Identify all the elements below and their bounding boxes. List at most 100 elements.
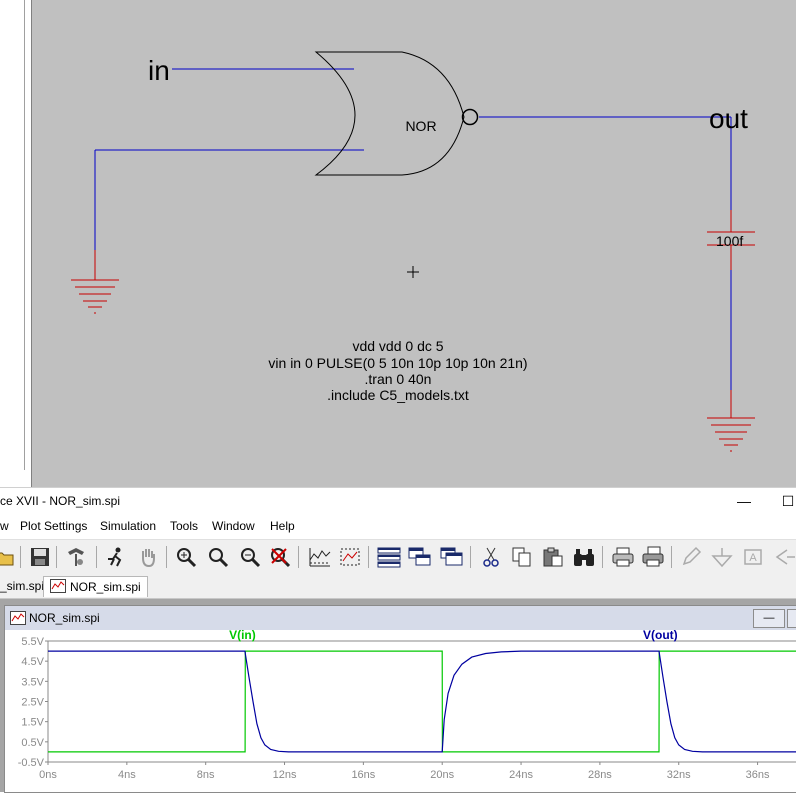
waveform-icon — [50, 579, 66, 593]
copy-icon[interactable] — [510, 545, 534, 569]
waveform-window[interactable]: NOR_sim.spi — 5.5V 4.5V 3.5V 2.5V 1.5V 0.5V -0… — [4, 605, 796, 793]
component-icon[interactable] — [772, 545, 796, 569]
legend-label-v-out: V(out) — [643, 630, 678, 642]
series-line-v-in — [48, 650, 796, 753]
application-window: ce XVII - NOR_sim.spi — ☐ w Plot Setting… — [0, 487, 796, 793]
menu-help[interactable]: Help — [270, 519, 295, 533]
find-icon[interactable] — [572, 545, 596, 569]
menu-bar: w Plot Settings Simulation Tools Window … — [0, 515, 796, 537]
schematic-drawing[interactable]: NOR in out 100f — [32, 0, 796, 487]
maximize-button[interactable]: ☐ — [781, 493, 795, 509]
toolbar-separator — [470, 546, 471, 568]
toolbar-separator — [368, 546, 369, 568]
toolbar: A — [0, 539, 796, 575]
print-setup-icon[interactable] — [641, 545, 665, 569]
title-bar[interactable]: ce XVII - NOR_sim.spi — ☐ — [0, 488, 796, 515]
menu-plot-settings[interactable]: Plot Settings — [20, 519, 88, 533]
waveform-window-title: NOR_sim.spi — [29, 611, 100, 625]
save-icon[interactable] — [28, 545, 52, 569]
cascade-icon[interactable] — [408, 545, 432, 569]
run-icon[interactable] — [104, 545, 128, 569]
y-tick-label: -0.5V — [18, 757, 45, 769]
ground-icon[interactable] — [710, 545, 734, 569]
svg-text:A: A — [749, 552, 757, 564]
net-label-in[interactable]: in — [148, 55, 170, 86]
window-title: ce XVII - NOR_sim.spi — [0, 494, 121, 508]
spice-line[interactable]: vdd vdd 0 dc 5 — [352, 338, 443, 354]
x-tick-label: 4ns — [118, 769, 136, 781]
gate-label: NOR — [405, 118, 436, 134]
toolbar-separator — [602, 546, 603, 568]
tab-bar: _sim.spi NOR_sim.spi — [0, 574, 796, 599]
legend-label-v-in: V(in) — [229, 630, 256, 642]
toolbar-separator — [56, 546, 57, 568]
spice-line[interactable]: vin in 0 PULSE(0 5 10n 10p 10p 10n 21n) — [268, 355, 527, 371]
x-tick-label: 20ns — [430, 769, 454, 781]
control-panel-icon[interactable] — [64, 545, 88, 569]
halt-icon[interactable] — [136, 545, 160, 569]
y-tick-label: 4.5V — [21, 656, 44, 668]
waveform-restore-button[interactable] — [787, 609, 796, 628]
y-tick-label: 5.5V — [21, 636, 44, 648]
y-tick-label: 2.5V — [21, 697, 44, 709]
plot-background — [5, 630, 796, 792]
toolbar-separator — [20, 546, 21, 568]
toolbar-separator — [96, 546, 97, 568]
tab-label: NOR_sim.spi — [70, 580, 141, 594]
x-tick-label: 28ns — [588, 769, 612, 781]
waveform-minimize-button[interactable]: — — [753, 609, 785, 628]
waveform-icon — [10, 611, 26, 625]
y-tick-label: 1.5V — [21, 717, 44, 729]
zoom-in-icon[interactable] — [174, 545, 198, 569]
spice-line[interactable]: .tran 0 40n — [365, 371, 432, 387]
spice-directives[interactable]: vdd vdd 0 dc 5 vin in 0 PULSE(0 5 10n 10… — [268, 338, 527, 403]
menu-window[interactable]: Window — [212, 519, 255, 533]
ground-symbol-right[interactable] — [707, 390, 755, 452]
waveform-window-titlebar[interactable]: NOR_sim.spi — — [5, 606, 796, 630]
y-tick-label: 0.5V — [21, 737, 44, 749]
pencil-icon[interactable] — [679, 545, 703, 569]
x-tick-label: 36ns — [746, 769, 770, 781]
x-tick-label: 16ns — [351, 769, 375, 781]
minimize-button[interactable]: — — [737, 493, 751, 509]
tab-schematic[interactable]: _sim.spi — [0, 576, 45, 596]
label-icon[interactable]: A — [741, 545, 765, 569]
cut-icon[interactable] — [479, 545, 503, 569]
cursor-crosshair — [407, 266, 419, 278]
tab-nor-sim[interactable]: NOR_sim.spi — [43, 576, 148, 597]
x-tick-label: 24ns — [509, 769, 533, 781]
spice-line[interactable]: .include C5_models.txt — [327, 387, 469, 403]
x-tick-label: 32ns — [667, 769, 691, 781]
x-tick-label: 0ns — [39, 769, 57, 781]
zoom-cancel-icon[interactable] — [268, 545, 292, 569]
schematic-window: NOR in out 100f — [0, 0, 796, 487]
ground-symbol-left[interactable] — [71, 250, 119, 314]
schematic-canvas[interactable]: NOR in out 100f — [31, 0, 796, 487]
menu-simulation[interactable]: Simulation — [100, 519, 157, 533]
autorange-icon[interactable] — [308, 545, 332, 569]
tile-horizontal-icon[interactable] — [377, 545, 401, 569]
y-tick-label: 3.5V — [21, 676, 44, 688]
tile-vertical-icon[interactable] — [440, 545, 464, 569]
print-icon[interactable] — [611, 545, 635, 569]
mdi-area: NOR_sim.spi — 5.5V 4.5V 3.5V 2.5V 1.5V 0.5V -0… — [0, 599, 796, 793]
x-tick-label: 12ns — [273, 769, 297, 781]
toolbar-separator — [671, 546, 672, 568]
paste-icon[interactable] — [541, 545, 565, 569]
toolbar-separator — [166, 546, 167, 568]
left-window-edge — [0, 0, 25, 470]
capacitor-symbol[interactable] — [707, 210, 755, 270]
zoom-area-icon[interactable] — [206, 545, 230, 569]
nor-gate-inverter-bubble — [461, 108, 479, 126]
open-icon[interactable] — [0, 545, 16, 569]
menu-tools[interactable]: Tools — [170, 519, 199, 533]
menu-view[interactable]: w — [0, 519, 9, 533]
capacitor-value[interactable]: 100f — [716, 233, 743, 249]
toolbar-separator — [298, 546, 299, 568]
fit-icon[interactable] — [338, 545, 362, 569]
net-label-out[interactable]: out — [709, 103, 748, 134]
series-line-v-out — [48, 650, 796, 753]
nor-gate-symbol[interactable] — [314, 51, 465, 176]
zoom-out-icon[interactable] — [238, 545, 262, 569]
